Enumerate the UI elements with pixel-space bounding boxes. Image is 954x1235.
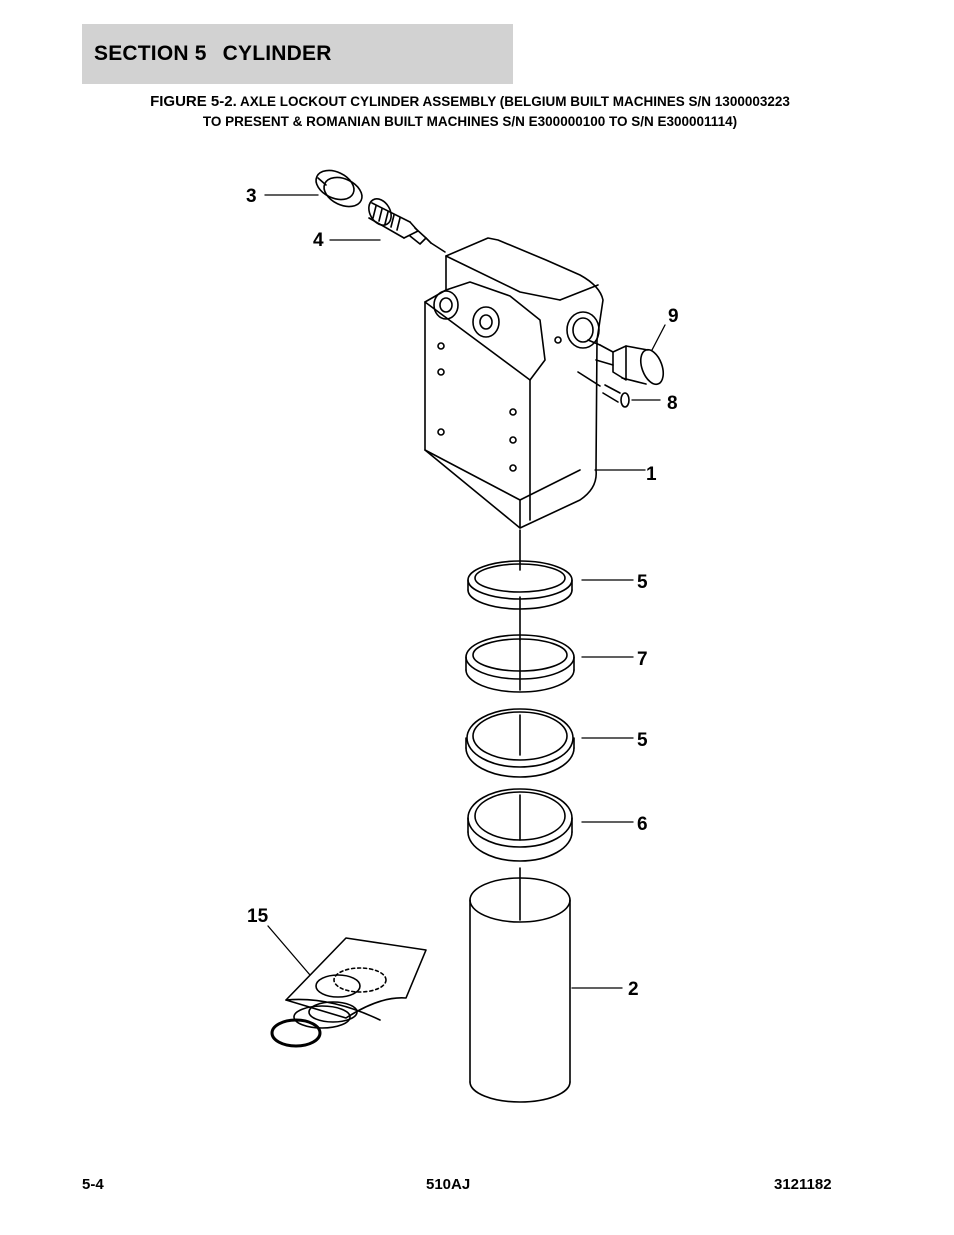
figure-title: FIGURE 5-2. AXLE LOCKOUT CYLINDER ASSEMB… [80,92,860,132]
figure-label: FIGURE 5-2. [150,93,237,110]
section-name: CYLINDER [222,42,332,65]
callout-6: 6 [637,814,648,835]
document-number: 3121182 [774,1176,832,1193]
model-name: 510AJ [426,1176,471,1193]
assembly-lines [430,242,601,921]
part-5-ring-lower [465,708,575,778]
figure-title-line2: TO PRESENT & ROMANIAN BUILT MACHINES S/N… [202,114,738,129]
part-1-block [424,237,604,529]
callout-15: 15 [247,906,269,927]
callout-3: 3 [246,186,257,207]
callout-9: 9 [668,306,679,327]
figure-title-line1: AXLE LOCKOUT CYLINDER ASSEMBLY (BELGIUM … [240,94,790,109]
part-9-fitting [595,344,665,386]
part-7-ring [465,634,575,693]
callout-5-lower: 5 [637,730,648,751]
section-number: SECTION 5 [94,42,207,65]
callout-1: 1 [646,464,657,485]
section-header: SECTION 5 CYLINDER [82,24,513,84]
callout-7: 7 [637,649,648,670]
callout-8: 8 [667,393,678,414]
callout-5-upper: 5 [637,572,648,593]
part-8-screw [602,384,630,408]
part-15-seal-kit [270,937,427,1048]
callout-2: 2 [628,979,639,1000]
part-3-cap [315,169,363,208]
leader-lines [264,194,666,989]
part-4-valve [368,198,432,245]
part-6-ring [467,788,573,862]
part-2-tube [469,877,571,1103]
part-5-ring-upper [467,560,573,610]
page-number: 5-4 [82,1176,104,1193]
callout-4: 4 [313,230,324,251]
